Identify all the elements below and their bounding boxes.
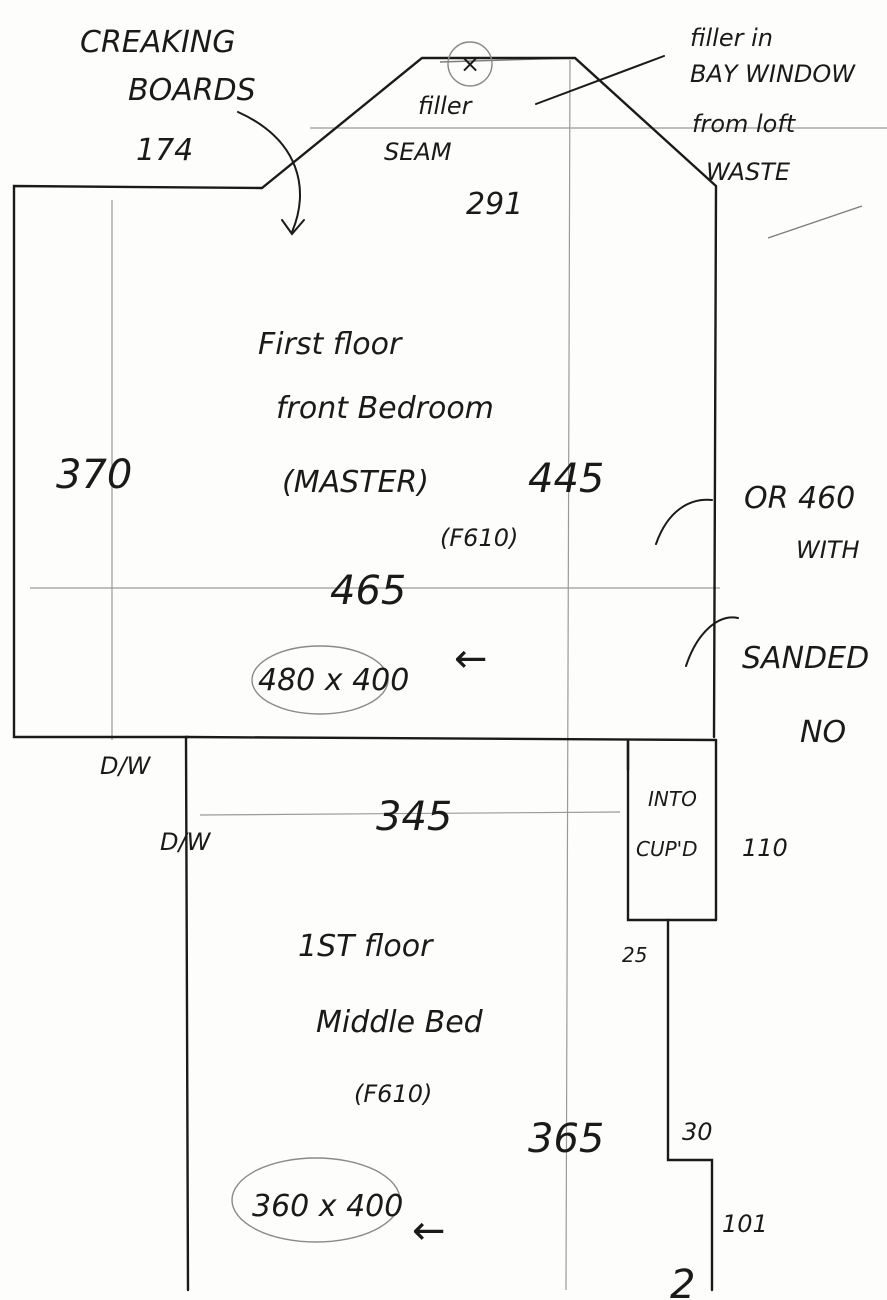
room2-size: 360 x 400 xyxy=(252,1189,403,1224)
boards-label: BOARDS xyxy=(128,73,256,108)
dim-30: 30 xyxy=(682,1118,713,1146)
creaking-arrow xyxy=(237,111,301,233)
dim-445: 445 xyxy=(528,456,604,502)
creaking-value: 174 xyxy=(136,133,193,168)
seam-value: 291 xyxy=(466,187,523,222)
filler-label: filler xyxy=(418,92,474,120)
with-label: WITH xyxy=(796,536,860,564)
dim-101: 101 xyxy=(722,1210,768,1238)
dw-top: D/W xyxy=(100,752,152,780)
dim-465: 465 xyxy=(330,568,406,614)
or-460-label: OR 460 xyxy=(744,481,855,516)
bay-underline xyxy=(767,205,863,239)
filler-x-mark: × xyxy=(460,50,480,78)
room2-arrow: ← xyxy=(412,1208,446,1254)
creaking-label: CREAKING xyxy=(80,25,235,60)
dim-25: 25 xyxy=(622,943,647,967)
room1-code: (F610) xyxy=(440,524,518,552)
room1-line2: front Bedroom xyxy=(276,391,494,426)
front-bedroom-labels: First floor front Bedroom (MASTER) (F610… xyxy=(56,327,604,715)
middle-bedroom-labels: D/W D/W 345 INTO CUP'D 110 25 1ST floor … xyxy=(100,752,788,1300)
or-bracket xyxy=(655,498,713,545)
creaking-arrowhead xyxy=(281,219,305,236)
dim-370: 370 xyxy=(56,452,132,498)
dim-345: 345 xyxy=(376,794,452,840)
room1-arrow: ← xyxy=(454,636,488,682)
right-side-notes: OR 460 WITH SANDED NO xyxy=(655,481,869,750)
from-loft-label: from loft xyxy=(692,110,797,138)
room2-size-circle xyxy=(231,1157,401,1243)
room1-line1: First floor xyxy=(258,327,403,362)
room1-line3: (MASTER) xyxy=(282,465,429,500)
bay-pointer-line xyxy=(535,55,665,105)
filler-in-label: filler in xyxy=(690,24,773,52)
creaking-boards-note: CREAKING BOARDS 174 xyxy=(80,25,305,236)
bay-window-note: filler in BAY WINDOW from loft WASTE xyxy=(535,24,863,239)
seam-label: SEAM xyxy=(384,138,452,166)
room2-line2: Middle Bed xyxy=(316,1005,484,1040)
into-label: INTO xyxy=(648,787,697,811)
sanded-bracket xyxy=(685,616,739,667)
room1-size-circle xyxy=(251,645,389,715)
corner-2: 2 xyxy=(670,1262,695,1300)
dim-365: 365 xyxy=(528,1116,604,1162)
waste-label: WASTE xyxy=(706,158,791,186)
room2-code: (F610) xyxy=(354,1080,432,1108)
filler-seam-note: × filler SEAM 291 xyxy=(384,41,523,222)
sanded-label: SANDED xyxy=(742,641,869,676)
no-label: NO xyxy=(800,715,846,750)
dw-left: D/W xyxy=(160,828,212,856)
dim-110: 110 xyxy=(742,834,788,862)
filler-circle xyxy=(447,41,493,87)
guide-lines xyxy=(30,57,887,1291)
bay-window-label: BAY WINDOW xyxy=(690,60,856,88)
room1-size: 480 x 400 xyxy=(258,663,409,698)
middle-bedroom-walls xyxy=(184,735,718,1292)
cupd-label: CUP'D xyxy=(636,837,698,861)
room2-line1: 1ST floor xyxy=(298,929,434,964)
